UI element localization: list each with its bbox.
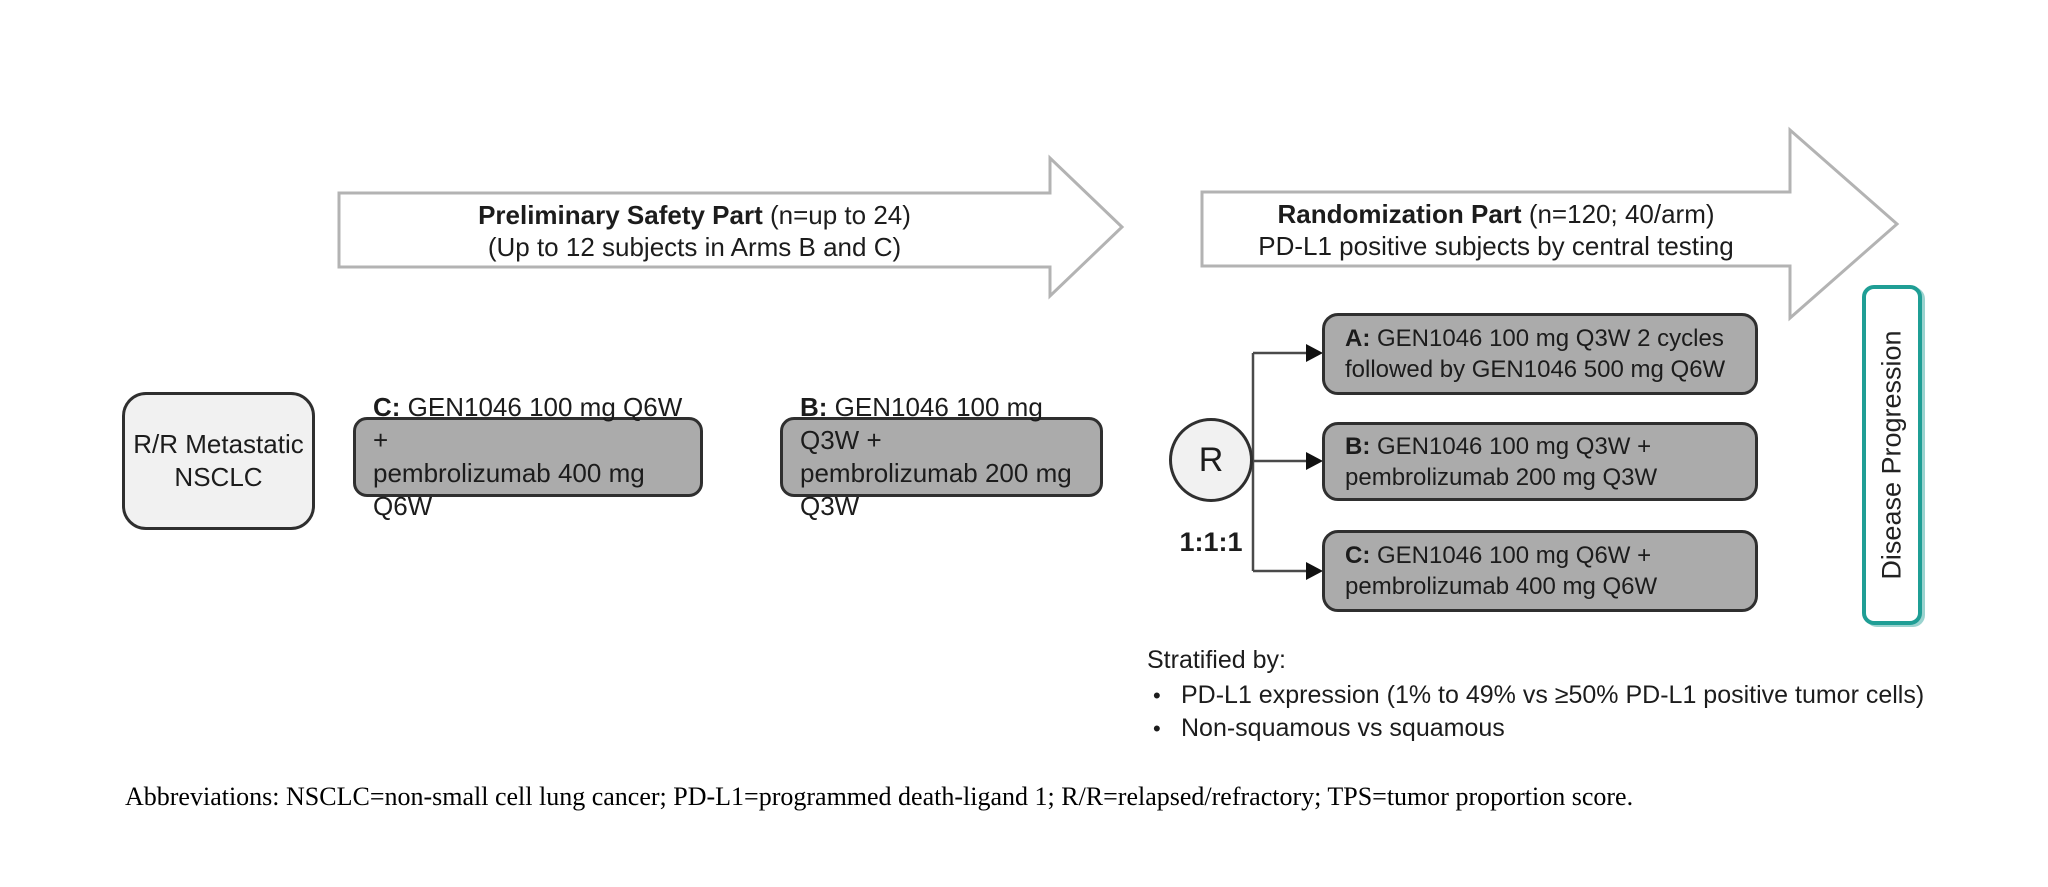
randomized-arm-c-line2: pembrolizumab 400 mg Q6W (1345, 573, 1658, 600)
randomization-ratio: 1:1:1 (1179, 527, 1243, 557)
disease-progression-box: Disease Progression (1862, 285, 1922, 625)
randomized-arm-b-box: B: GEN1046 100 mg Q3W + pembrolizumab 20… (1322, 422, 1758, 501)
population-box: R/R Metastatic NSCLC (122, 392, 315, 530)
randomization-phase-title: Randomization Part (n=120; 40/arm) (1277, 199, 1715, 229)
randomization-phase-arrow-shape (1200, 126, 1900, 322)
disease-progression-label: Disease Progression (1876, 330, 1907, 580)
stratification-heading: Stratified by: (1147, 646, 1286, 674)
branch-arrowhead-arm-a (1306, 344, 1323, 362)
stratification-bullet-1: • PD-L1 expression (1% to 49% vs ≥50% PD… (1147, 679, 1924, 712)
preliminary-phase-title: Preliminary Safety Part (n=up to 24) (478, 200, 911, 230)
stratification-bullet-2: • Non-squamous vs squamous (1147, 712, 1924, 745)
safety-arm-c-box: C: GEN1046 100 mg Q6W + pembrolizumab 40… (353, 392, 703, 521)
randomization-symbol: R (1198, 440, 1224, 479)
branch-arrowhead-arm-c (1306, 562, 1323, 580)
stratification-bullet-2-text: Non-squamous vs squamous (1181, 714, 1505, 742)
randomized-arm-c-box: C: GEN1046 100 mg Q6W + pembrolizumab 40… (1322, 530, 1758, 612)
randomized-arm-c-line1: C: GEN1046 100 mg Q6W + (1345, 542, 1652, 569)
population-line2: NSCLC (174, 462, 263, 492)
preliminary-phase-label: Preliminary Safety Part (n=up to 24) (Up… (339, 199, 1050, 263)
randomized-arm-a-box: A: GEN1046 100 mg Q3W 2 cycles followed … (1322, 313, 1758, 395)
safety-arm-b-box: B: GEN1046 100 mg Q3W + pembrolizumab 20… (780, 392, 1103, 521)
preliminary-phase-arrow-shape (337, 154, 1125, 300)
population-line1: R/R Metastatic (133, 429, 304, 459)
randomized-arm-b-line2: pembrolizumab 200 mg Q3W (1345, 463, 1658, 491)
randomized-arm-a-line2: followed by GEN1046 500 mg Q6W (1345, 356, 1726, 383)
bullet-icon: • (1153, 716, 1161, 741)
stratification-block: Stratified by: • PD-L1 expression (1% to… (1147, 644, 1924, 745)
bullet-icon: • (1153, 683, 1161, 708)
randomized-arm-b-line1: B: GEN1046 100 mg Q3W + (1345, 432, 1652, 460)
randomized-arm-a-line1: A: GEN1046 100 mg Q3W 2 cycles (1345, 325, 1724, 352)
preliminary-phase-subtitle: (Up to 12 subjects in Arms B and C) (487, 232, 902, 262)
safety-arm-b-line2: pembrolizumab 200 mg Q3W (800, 458, 1072, 521)
randomization-phase-subtitle: PD-L1 positive subjects by central testi… (1258, 231, 1734, 261)
randomization-branch-lines (1251, 351, 1308, 573)
randomization-circle: R (1169, 418, 1253, 502)
stratification-bullet-1-text: PD-L1 expression (1% to 49% vs ≥50% PD-L… (1181, 681, 1925, 709)
randomization-phase-label: Randomization Part (n=120; 40/arm) PD-L1… (1202, 198, 1790, 262)
safety-arm-c-line2: pembrolizumab 400 mg Q6W (373, 458, 645, 521)
branch-arrowhead-arm-b (1306, 452, 1323, 470)
safety-arm-c-line1: C: GEN1046 100 mg Q6W + (373, 392, 683, 455)
safety-arm-b-line1: B: GEN1046 100 mg Q3W + (800, 392, 1043, 455)
abbreviations-footnote: Abbreviations: NSCLC=non-small cell lung… (125, 782, 1634, 811)
